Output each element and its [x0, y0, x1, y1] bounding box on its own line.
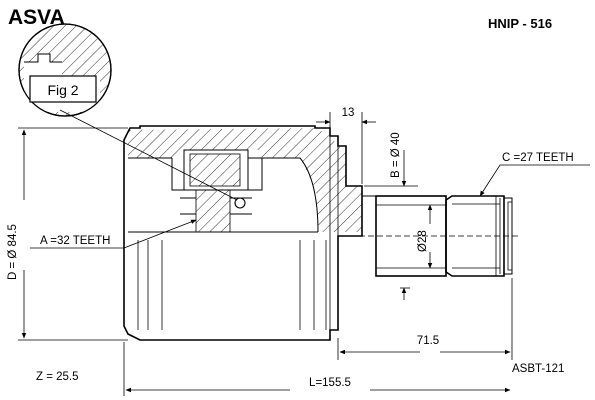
fig2-label-box	[29, 75, 97, 103]
dim-c-text: C =27 TEETH	[502, 152, 574, 164]
dim-a-teeth: A =32 TEETH	[30, 219, 197, 249]
reference-code: ASBT-121	[512, 363, 564, 375]
dim-shaft-diameter-text: Ø28	[417, 230, 429, 252]
dim-b-diameter: B = Ø 40	[364, 132, 418, 300]
dim-71-5-text: 71.5	[417, 335, 439, 347]
fig2-label: Fig 2	[47, 82, 78, 98]
dim-d-text: D = Ø 84.5	[7, 224, 19, 280]
dim-total-length-text: L=155.5	[309, 377, 351, 389]
dim-c-teeth: C =27 TEETH	[479, 152, 590, 197]
dim-shaft-diameter: Ø28	[417, 204, 433, 269]
dim-a-text: A =32 TEETH	[40, 235, 110, 247]
part-number: HNIP - 516	[488, 16, 552, 31]
dim-z-text: Z = 25.5	[36, 371, 79, 383]
dim-d-diameter: D = Ø 84.5	[7, 127, 128, 341]
brand-logo-text: ASVA	[8, 6, 65, 29]
fig2-inset: Fig 2	[18, 23, 112, 117]
joint-body	[123, 125, 363, 341]
dim-b-text: B = Ø 40	[390, 132, 402, 178]
dim-13: 13	[316, 107, 376, 184]
fig2-leader-line	[59, 109, 238, 201]
dim-total-length: L=155.5	[123, 342, 511, 396]
dim-71-5: 71.5	[337, 278, 513, 360]
dim-13-text: 13	[342, 107, 355, 119]
output-shaft	[350, 195, 520, 277]
